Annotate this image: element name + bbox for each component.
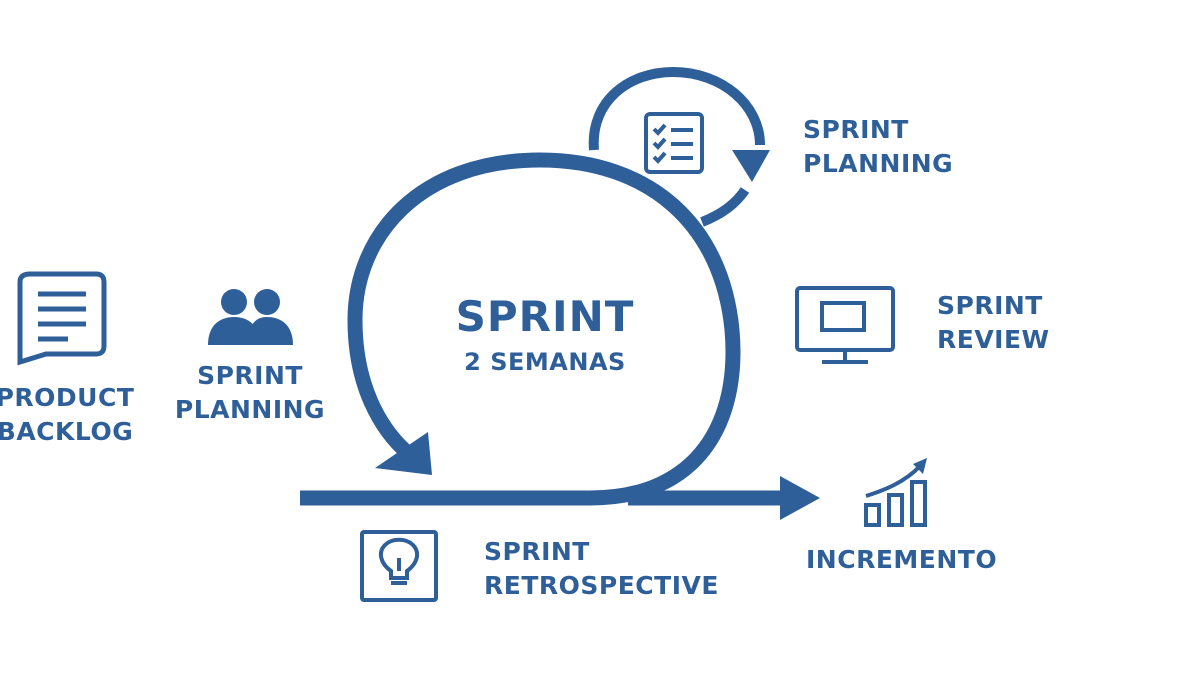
sprint-retrospective-line2: RETROSPECTIVE [484,571,719,600]
lightbulb-icon [360,530,438,602]
sprint-duration: 2 SEMANAS [464,348,626,376]
daily-loop-tail [700,187,750,227]
sprint-loop-arrowhead [375,432,432,475]
document-list-icon [17,271,107,366]
timeline-arrowhead [780,476,820,520]
sprint-planning-left-line2: PLANNING [174,395,326,424]
sprint-planning-left-line1: SPRINT [197,361,303,390]
sprint-planning-top-line2: PLANNING [803,149,954,178]
growth-chart-icon [864,458,927,527]
sprint-review-line2: REVIEW [937,325,1050,354]
team-icon [208,289,293,345]
sprint-retrospective-line1: SPRINT [484,537,590,566]
monitor-icon [795,286,895,364]
product-backlog-line2: BACKLOG [0,417,134,446]
product-backlog-line1: PRODUCT [0,383,135,412]
sprint-planning-top-line1: SPRINT [803,115,909,144]
sprint-title: SPRINT [455,292,635,341]
sprint-loop [347,152,741,506]
sprint-review-line1: SPRINT [937,291,1043,320]
daily-loop-arrowhead [732,150,770,182]
checklist-icon [644,112,704,174]
incremento-label: INCREMENTO [806,545,998,574]
daily-loop [588,66,765,151]
